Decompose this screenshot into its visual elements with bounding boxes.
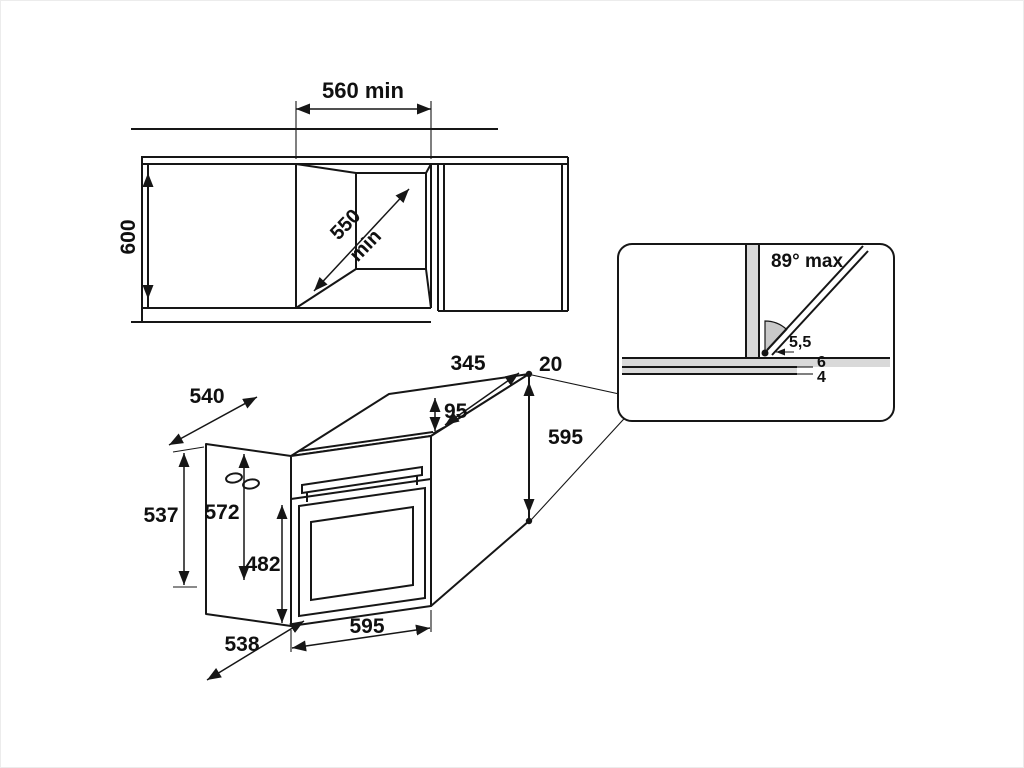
dimension-line-538 bbox=[206, 620, 305, 681]
reference-point bbox=[525, 517, 533, 525]
worktop-shade-lower bbox=[622, 367, 797, 374]
reference-point bbox=[525, 370, 533, 378]
door-hinge-point bbox=[761, 349, 769, 357]
fascia-lip-line bbox=[298, 431, 434, 452]
open-door-edge bbox=[771, 250, 869, 356]
top-overhang-label: 6 bbox=[817, 354, 826, 371]
dimension-line-540 bbox=[168, 396, 258, 446]
oven-bottom-depth-label: 538 bbox=[224, 633, 259, 656]
door-gap-label: 5,5 bbox=[789, 334, 811, 351]
dimension-line-595-bottom bbox=[291, 624, 431, 652]
detail-leader-lines bbox=[530, 374, 634, 521]
oven-perspective-view: 540 345 20 95 595 537 572 482 595 538 bbox=[143, 352, 583, 681]
oven-left-face bbox=[205, 443, 292, 627]
door-handle bbox=[301, 465, 423, 495]
extension-line bbox=[172, 446, 205, 453]
door-detail-view: 89° max 5,5 6 4 bbox=[617, 243, 895, 422]
niche-perspective-line bbox=[295, 268, 357, 309]
oven-door-height-label: 482 bbox=[245, 553, 280, 576]
door-angle-label: 89° max bbox=[771, 251, 843, 272]
oven-top-depth-label: 540 bbox=[189, 385, 224, 408]
open-door-edge bbox=[766, 245, 864, 351]
worktop-shade-upper bbox=[622, 358, 890, 367]
niche-perspective-line bbox=[425, 163, 432, 174]
cutout-width-label: 560 min bbox=[322, 78, 404, 103]
oven-fascia-height-label: 95 bbox=[444, 400, 468, 423]
cutout-height-label: 600 bbox=[117, 219, 140, 254]
oven-front-width-label: 595 bbox=[349, 615, 384, 638]
cabinet-panel-shade bbox=[746, 245, 759, 358]
dimension-line-550 bbox=[313, 188, 410, 292]
dimension-line-345 bbox=[444, 372, 520, 426]
bottom-overhang-label: 4 bbox=[817, 369, 826, 386]
oven-top-gap-label: 20 bbox=[539, 353, 562, 376]
leader-line bbox=[531, 374, 634, 398]
niche-perspective-line bbox=[295, 163, 357, 174]
cabinet-cutout-view: 560 min 600 550 min bbox=[117, 78, 569, 323]
oven-right-height-label: 595 bbox=[548, 426, 583, 449]
oven-left-height-label: 537 bbox=[143, 504, 178, 527]
door-window bbox=[310, 505, 414, 602]
oven-carcass-height-label: 572 bbox=[204, 501, 239, 524]
control-panel-line bbox=[290, 478, 432, 500]
oven-top-width-label: 345 bbox=[450, 352, 485, 375]
leader-line bbox=[530, 408, 634, 521]
niche-perspective-line bbox=[425, 268, 432, 309]
oven-door bbox=[298, 486, 426, 618]
